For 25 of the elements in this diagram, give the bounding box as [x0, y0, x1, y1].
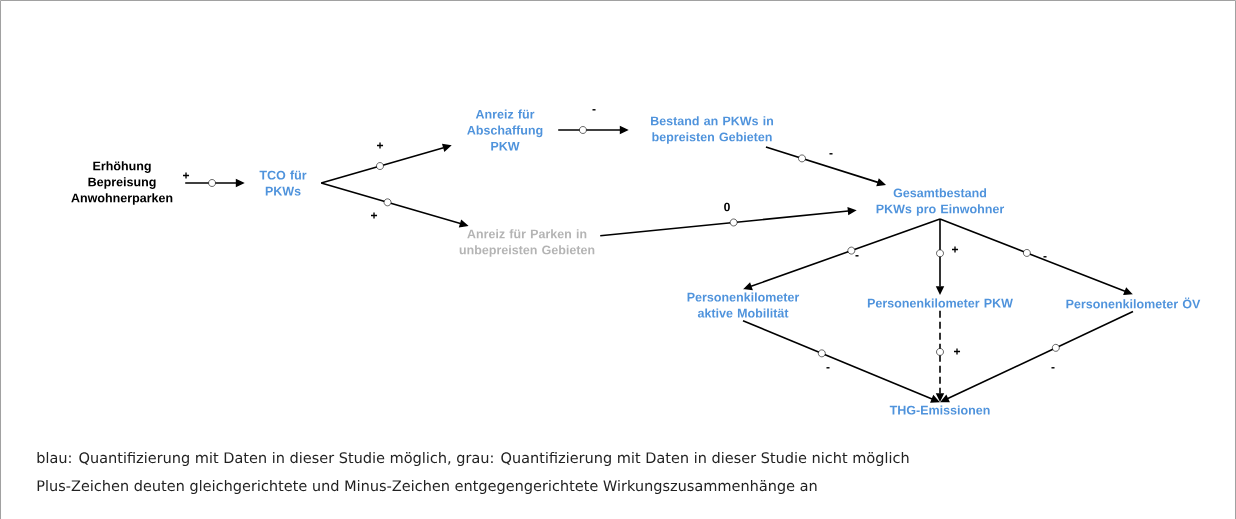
- edge-label: +: [952, 246, 958, 253]
- edge-label: -: [1043, 256, 1047, 258]
- factor-label: Personenkilometer PKW: [867, 298, 1013, 308]
- edge-label: -: [829, 153, 833, 155]
- factor-label: Anreiz für Parken in unbepreisten Gebieten: [459, 229, 595, 257]
- factor-label: Erhöhung Bepreisung Anwohnerparken: [71, 161, 173, 205]
- edge-label: -: [855, 255, 859, 257]
- edge-label: -: [1051, 367, 1055, 369]
- edge-label: -: [592, 109, 596, 111]
- edge-label: +: [183, 172, 190, 179]
- factor-label: Personenkilometer aktive Mobilität: [687, 292, 800, 318]
- edge-label: +: [371, 212, 378, 219]
- edge-label: +: [377, 142, 384, 149]
- edge-label: -: [826, 367, 830, 369]
- factor-label: Personenkilometer ÖV: [1066, 297, 1201, 309]
- edge-label: 0: [724, 202, 730, 212]
- factor-label: Bestand an PKWs in bepreisten Gebieten: [651, 116, 773, 144]
- edge-label: +: [954, 348, 960, 355]
- factor-label: TCO für PKWs: [259, 170, 307, 196]
- factor-label: THG-Emissionen: [889, 405, 990, 415]
- arrow: [765, 146, 886, 187]
- legend-note: Plus-Zeichen deuten gleichgerichtete und Minus-Zeichen entgegengerichtete Wirkungszusammenhänge an: [37, 479, 817, 494]
- legend-note: blau: Quantifizierung mit Daten in dieser Studie möglich, grau: Quantifizierung mit Daten in dieser Studie nicht möglich: [37, 451, 909, 466]
- factor-label: Gesamtbestand PKWs pro Einwohner: [876, 188, 1005, 216]
- factor-label: Anreiz für Abschaffung PKW: [467, 109, 543, 151]
